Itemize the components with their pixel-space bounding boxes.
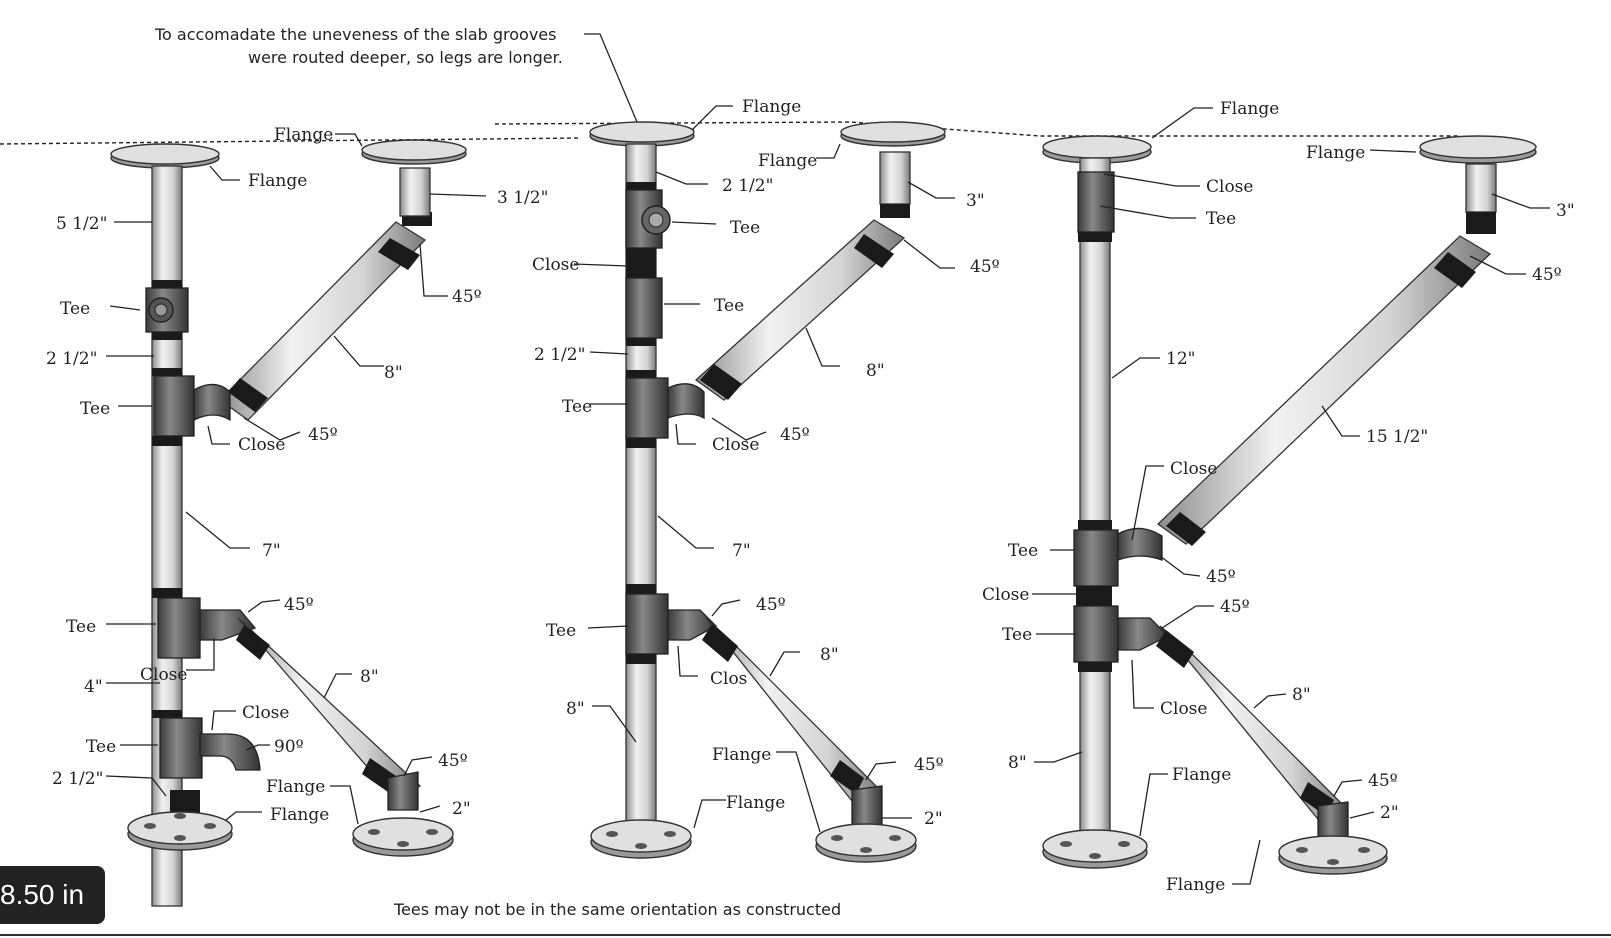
reference-dotted-line — [0, 121, 1460, 145]
label-tee: Tee — [562, 397, 592, 417]
label-tee: Tee — [66, 617, 96, 637]
label-angle: 45º — [452, 287, 482, 307]
label-close: Close — [140, 665, 187, 685]
label-angle: 45º — [970, 257, 1000, 277]
label-flange: Flange — [1172, 765, 1231, 785]
label-angle: 45º — [780, 425, 810, 445]
label-close: Close — [1206, 177, 1253, 197]
label-flange: Flange — [274, 125, 333, 145]
label-tee: Tee — [86, 737, 116, 757]
label-length: 8" — [566, 699, 585, 719]
label-length: 3" — [1556, 201, 1575, 221]
label-close: Close — [712, 435, 759, 455]
label-tee: Tee — [730, 218, 760, 238]
label-length: 7" — [262, 541, 281, 561]
label-length: 8" — [820, 645, 839, 665]
label-flange: Flange — [1306, 143, 1365, 163]
label-angle: 45º — [438, 751, 468, 771]
label-flange: Flange — [726, 793, 785, 813]
label-angle: 45º — [1368, 771, 1398, 791]
label-tee: Tee — [1002, 625, 1032, 645]
label-length: 8" — [866, 361, 885, 381]
label-close: Close — [982, 585, 1029, 605]
label-angle: 45º — [756, 595, 786, 615]
label-flange: Flange — [1220, 99, 1279, 119]
label-length: 2 1/2" — [52, 769, 103, 789]
label-close: Close — [238, 435, 285, 455]
label-close: Close — [532, 255, 579, 275]
label-close: Close — [1170, 459, 1217, 479]
label-length: 3 1/2" — [497, 188, 548, 208]
label-close: Clos — [710, 669, 747, 689]
label-tee: Tee — [60, 299, 90, 319]
leg-assembly-2 — [589, 121, 946, 863]
label-flange: Flange — [712, 745, 771, 765]
label-tee: Tee — [1008, 541, 1038, 561]
label-length: 4" — [84, 677, 103, 697]
label-angle: 45º — [914, 755, 944, 775]
label-length: 3" — [966, 191, 985, 211]
top-note-line-1: To accomadate the uneveness of the slab … — [154, 25, 556, 44]
label-angle: 45º — [1206, 567, 1236, 587]
label-close: Close — [1160, 699, 1207, 719]
label-length: 2" — [924, 809, 943, 829]
label-length: 8" — [1008, 753, 1027, 773]
label-tee: Tee — [714, 296, 744, 316]
label-length: 12" — [1166, 349, 1195, 369]
label-close: Close — [242, 703, 289, 723]
label-flange: Flange — [758, 151, 817, 171]
leg-assembly-1 — [110, 139, 467, 907]
leg-assembly-3 — [1042, 135, 1537, 875]
label-flange: Flange — [742, 97, 801, 117]
label-tee: Tee — [546, 621, 576, 641]
label-length: 2 1/2" — [534, 345, 585, 365]
label-length: 7" — [732, 541, 751, 561]
label-length: 8" — [384, 363, 403, 383]
label-angle: 90º — [274, 737, 304, 757]
label-length: 8" — [360, 667, 379, 687]
label-angle: 45º — [1220, 597, 1250, 617]
label-length: 5 1/2" — [56, 214, 107, 234]
label-angle: 45º — [1532, 265, 1562, 285]
measurement-badge: 8.50 in — [0, 866, 105, 924]
label-length: 2 1/2" — [46, 349, 97, 369]
label-flange: Flange — [266, 777, 325, 797]
label-flange: Flange — [270, 805, 329, 825]
bottom-divider — [0, 934, 1611, 936]
label-length: 2" — [452, 799, 471, 819]
leader-lines — [105, 33, 1550, 885]
label-tee: Tee — [80, 399, 110, 419]
bottom-note: Tees may not be in the same orientation … — [393, 900, 841, 919]
label-angle: 45º — [308, 425, 338, 445]
label-tee: Tee — [1206, 209, 1236, 229]
label-length: 2 1/2" — [722, 176, 773, 196]
label-length: 15 1/2" — [1366, 427, 1428, 447]
top-note-line-2: were routed deeper, so legs are longer. — [248, 48, 563, 67]
label-length: 2" — [1380, 803, 1399, 823]
label-flange: Flange — [1166, 875, 1225, 895]
label-length: 8" — [1292, 685, 1311, 705]
label-angle: 45º — [284, 595, 314, 615]
label-flange: Flange — [248, 171, 307, 191]
